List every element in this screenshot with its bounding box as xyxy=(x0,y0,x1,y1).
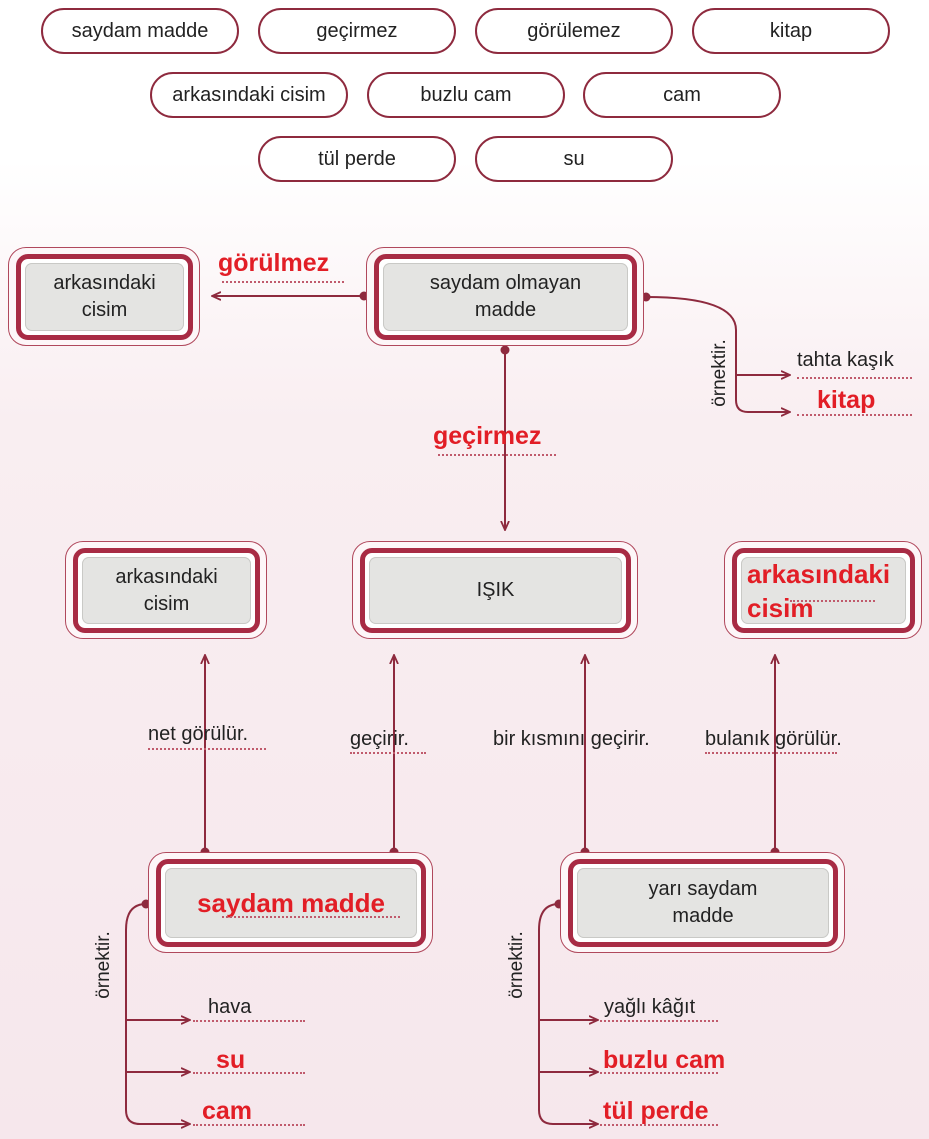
answer-line xyxy=(600,1020,718,1022)
mid-left-box: arkasındaki cisim xyxy=(73,548,260,633)
ornektir-label: örnektir. xyxy=(506,931,527,999)
answer-line xyxy=(193,1020,305,1022)
answer-line xyxy=(350,752,426,754)
label-gecirir: geçirir. xyxy=(350,728,409,750)
example-text: yağlı kâğıt xyxy=(604,996,696,1018)
example-answer: buzlu cam xyxy=(603,1046,726,1074)
light-box-text: IŞIK xyxy=(369,557,622,624)
example-text: tahta kaşık xyxy=(797,349,894,371)
gecirmez-answer: geçirmez xyxy=(433,422,542,450)
ornektir-label: örnektir. xyxy=(93,931,114,999)
label-net-gorulur: net görülür. xyxy=(148,723,249,745)
top-left-box-text: arkasındaki cisim xyxy=(25,263,184,331)
word-bank-item[interactable]: cam xyxy=(583,72,781,118)
word-bank-item[interactable]: kitap xyxy=(692,8,890,54)
word-bank-item[interactable]: tül perde xyxy=(258,136,456,182)
translucent-matter-box: yarı saydam madde xyxy=(568,859,838,947)
answer-line xyxy=(790,600,875,602)
example-answer: tül perde xyxy=(603,1097,709,1125)
word-bank-item[interactable]: buzlu cam xyxy=(367,72,565,118)
transparent-matter-box: saydam madde xyxy=(156,859,426,947)
opaque-matter-text: saydam olmayan madde xyxy=(383,263,628,331)
label-bir-kismini: bir kısmını geçirir. xyxy=(493,728,650,750)
transparent-matter-text: saydam madde xyxy=(165,868,417,938)
answer-line xyxy=(148,748,266,750)
ornektir-label: örnektir. xyxy=(709,339,730,407)
word-bank-item[interactable]: su xyxy=(475,136,673,182)
answer-line xyxy=(222,916,400,918)
answer-line xyxy=(193,1124,305,1126)
mid-left-box-text: arkasındaki cisim xyxy=(82,557,251,624)
example-answer: kitap xyxy=(817,386,876,414)
answer-line xyxy=(193,1072,305,1074)
answer-line xyxy=(797,377,912,379)
answer-line xyxy=(797,414,912,416)
answer-line xyxy=(222,281,344,283)
word-bank-item[interactable]: görülemez xyxy=(475,8,673,54)
gorulmez-answer: görülmez xyxy=(218,249,330,277)
word-bank-item[interactable]: saydam madde xyxy=(41,8,239,54)
word-bank-item[interactable]: arkasındaki cisim xyxy=(150,72,348,118)
word-bank-item[interactable]: geçirmez xyxy=(258,8,456,54)
answer-line xyxy=(600,1072,718,1074)
opaque-matter-box: saydam olmayan madde xyxy=(374,254,637,340)
label-bulanik: bulanık görülür. xyxy=(705,728,842,750)
top-left-box: arkasındaki cisim xyxy=(16,254,193,340)
mid-right-box-text: arkasındaki cisim xyxy=(741,557,906,624)
answer-line xyxy=(438,454,556,456)
answer-line xyxy=(600,1124,718,1126)
answer-line xyxy=(705,752,837,754)
mid-right-box: arkasındaki cisim xyxy=(732,548,915,633)
example-answer: cam xyxy=(202,1097,253,1125)
example-text: hava xyxy=(208,996,252,1018)
translucent-matter-text: yarı saydam madde xyxy=(577,868,829,938)
light-box: IŞIK xyxy=(360,548,631,633)
example-answer: su xyxy=(216,1046,246,1074)
